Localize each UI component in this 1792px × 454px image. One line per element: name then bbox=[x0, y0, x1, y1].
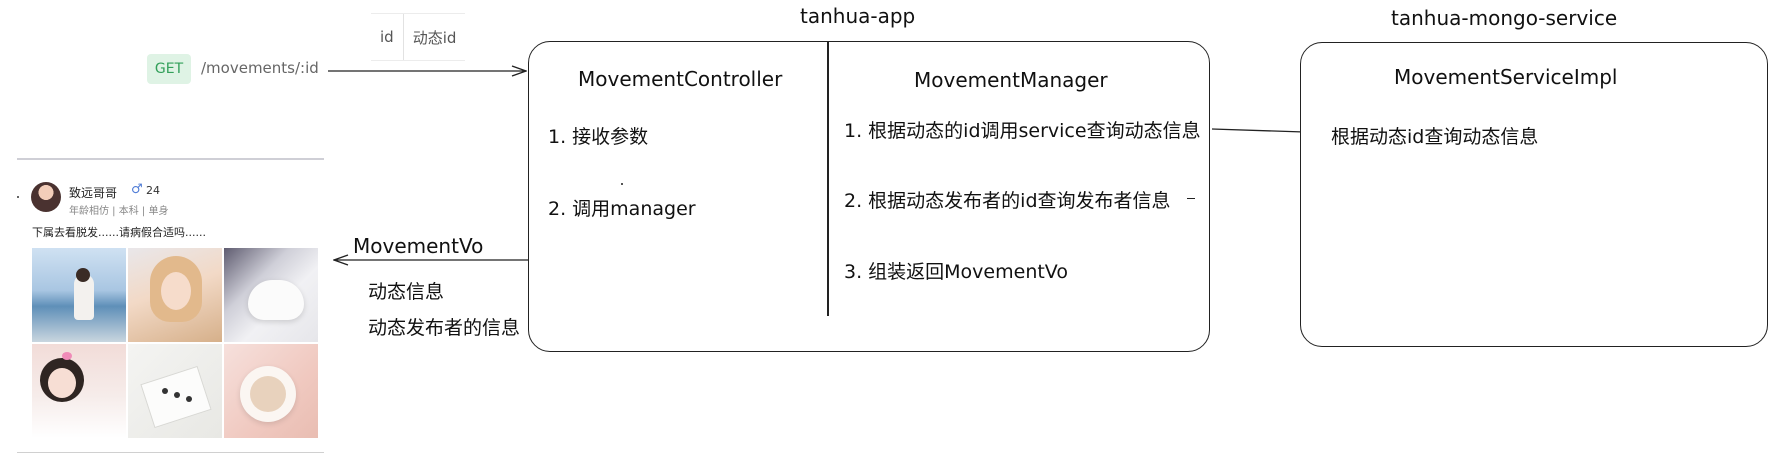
http-method-badge: GET bbox=[147, 54, 191, 84]
params-table: id 动态id bbox=[371, 13, 466, 61]
post-text: 下属去看脱发......请病假合适吗...... bbox=[32, 226, 206, 239]
photo-desk-items bbox=[128, 344, 222, 438]
user-age: 24 bbox=[146, 184, 160, 197]
manager-step-3: 3. 组装返回MovementVo bbox=[844, 261, 1068, 283]
card-top-border bbox=[17, 158, 324, 160]
response-item-2: 动态发布者的信息 bbox=[368, 317, 521, 339]
stray-dot bbox=[621, 183, 623, 185]
service-title: MovementServiceImpl bbox=[1394, 65, 1618, 89]
controller-title: MovementController bbox=[578, 67, 783, 91]
param-name: id bbox=[380, 28, 394, 46]
param-desc: 动态id bbox=[402, 14, 466, 60]
manager-step-1: 1. 根据动态的id调用service查询动态信息 bbox=[844, 120, 1201, 142]
step-tail-mark bbox=[1187, 198, 1195, 200]
user-name: 致远哥哥 bbox=[69, 186, 118, 200]
response-type: MovementVo bbox=[353, 234, 484, 258]
photo-coffee-cup bbox=[224, 344, 318, 438]
photo-white-cat bbox=[224, 248, 318, 342]
app-box bbox=[528, 41, 1210, 352]
app-divider bbox=[827, 41, 829, 316]
movement-card: 致远哥哥 ♂ 24 年龄相仿 | 本科 | 单身 下属去看脱发......请病假… bbox=[17, 158, 324, 454]
photo-girl-lying bbox=[32, 344, 126, 438]
controller-step-2: 2. 调用manager bbox=[548, 198, 696, 220]
photo-beach-girl bbox=[32, 248, 126, 342]
manager-step-2: 2. 根据动态发布者的id查询发布者信息 bbox=[844, 190, 1171, 212]
avatar bbox=[31, 182, 61, 212]
controller-step-1: 1. 接收参数 bbox=[548, 126, 649, 148]
manager-title: MovementManager bbox=[914, 68, 1108, 92]
app-label: tanhua-app bbox=[800, 4, 916, 28]
photo-blonde-portrait bbox=[128, 248, 222, 342]
male-icon: ♂ bbox=[131, 182, 143, 197]
response-item-1: 动态信息 bbox=[368, 281, 445, 303]
card-bottom-border bbox=[17, 452, 324, 453]
service-step: 根据动态id查询动态信息 bbox=[1331, 126, 1539, 148]
card-edge-mark bbox=[17, 196, 19, 198]
request-path: /movements/:id bbox=[201, 59, 319, 77]
user-tags: 年龄相仿 | 本科 | 单身 bbox=[69, 206, 169, 217]
service-box bbox=[1300, 42, 1768, 347]
service-label: tanhua-mongo-service bbox=[1391, 6, 1618, 30]
